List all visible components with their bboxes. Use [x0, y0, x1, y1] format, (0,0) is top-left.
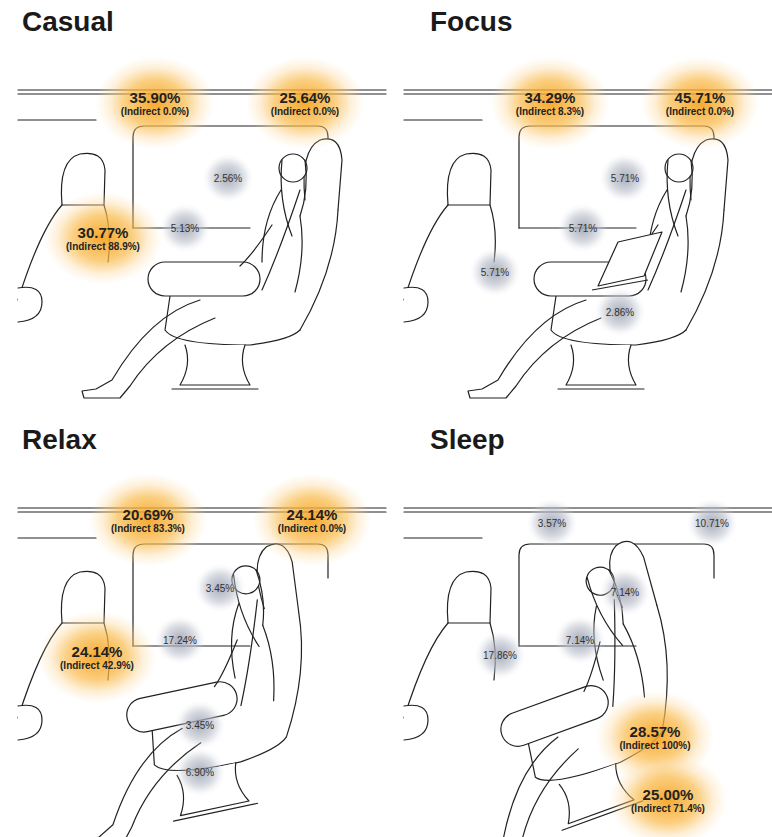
- indirect-share: (Indirect 100%): [619, 740, 690, 751]
- percentage-value: 5.71%: [481, 267, 509, 278]
- percentage-value: 2.56%: [214, 173, 242, 184]
- highlight-blob: 24.14%(Indirect 42.9%): [38, 611, 156, 703]
- indirect-share: (Indirect 88.9%): [66, 241, 140, 252]
- percentage-value: 30.77%: [78, 225, 129, 241]
- percentage-blob: 5.71%: [470, 248, 520, 296]
- percentage-value: 17.86%: [483, 650, 517, 661]
- percentage-blob: 5.13%: [160, 204, 210, 252]
- percentage-value: 45.71%: [675, 90, 726, 106]
- percentage-value: 3.45%: [206, 583, 234, 594]
- percentage-value: 5.71%: [611, 173, 639, 184]
- percentage-blob: 17.24%: [155, 616, 205, 664]
- indirect-share: (Indirect 0.0%): [121, 106, 189, 117]
- indirect-share: (Indirect 0.0%): [271, 106, 339, 117]
- panel-title: Casual: [22, 6, 114, 38]
- highlight-blob: 25.00%(Indirect 71.4%): [609, 754, 727, 837]
- percentage-value: 2.86%: [606, 307, 634, 318]
- percentage-blob: 17.86%: [475, 631, 525, 679]
- indirect-share: (Indirect 71.4%): [631, 803, 705, 814]
- percentage-blob: 7.14%: [600, 568, 650, 616]
- percentage-value: 10.71%: [695, 518, 729, 529]
- percentage-blob: 3.57%: [527, 499, 577, 547]
- indirect-share: (Indirect 42.9%): [60, 660, 134, 671]
- percentage-value: 35.90%: [130, 90, 181, 106]
- percentage-value: 34.29%: [525, 90, 576, 106]
- panel-title: Focus: [430, 6, 512, 38]
- indirect-share: (Indirect 8.3%): [516, 106, 584, 117]
- percentage-value: 3.57%: [538, 518, 566, 529]
- highlight-blob: 30.77%(Indirect 88.9%): [44, 192, 162, 284]
- percentage-value: 28.57%: [630, 724, 681, 740]
- percentage-value: 7.14%: [611, 587, 639, 598]
- percentage-value: 20.69%: [123, 507, 174, 523]
- percentage-blob: 2.86%: [595, 288, 645, 336]
- percentage-blob: 5.71%: [600, 154, 650, 202]
- highlight-blob: 35.90%(Indirect 0.0%): [96, 57, 214, 149]
- percentage-blob: 6.90%: [175, 748, 225, 796]
- percentage-value: 24.14%: [72, 644, 123, 660]
- percentage-value: 25.00%: [643, 787, 694, 803]
- percentage-value: 7.14%: [566, 635, 594, 646]
- highlight-blob: 25.64%(Indirect 0.0%): [246, 57, 364, 149]
- percentage-blob: 5.71%: [558, 204, 608, 252]
- percentage-value: 3.45%: [186, 720, 214, 731]
- indirect-share: (Indirect 0.0%): [666, 106, 734, 117]
- highlight-blob: 20.69%(Indirect 83.3%): [89, 474, 207, 566]
- percentage-value: 17.24%: [163, 635, 197, 646]
- highlight-blob: 45.71%(Indirect 0.0%): [641, 57, 759, 149]
- percentage-blob: 3.45%: [175, 701, 225, 749]
- percentage-blob: 2.56%: [203, 154, 253, 202]
- indirect-share: (Indirect 83.3%): [111, 523, 185, 534]
- indirect-share: (Indirect 0.0%): [278, 523, 346, 534]
- percentage-blob: 3.45%: [195, 564, 245, 612]
- percentage-value: 6.90%: [186, 767, 214, 778]
- percentage-value: 25.64%: [280, 90, 331, 106]
- percentage-value: 24.14%: [287, 507, 338, 523]
- percentage-blob: 7.14%: [555, 616, 605, 664]
- panel-title: Relax: [22, 424, 97, 456]
- highlight-blob: 34.29%(Indirect 8.3%): [491, 57, 609, 149]
- percentage-blob: 10.71%: [687, 499, 737, 547]
- highlight-blob: 24.14%(Indirect 0.0%): [253, 474, 371, 566]
- panel-title: Sleep: [430, 424, 505, 456]
- percentage-value: 5.71%: [569, 223, 597, 234]
- percentage-value: 5.13%: [171, 223, 199, 234]
